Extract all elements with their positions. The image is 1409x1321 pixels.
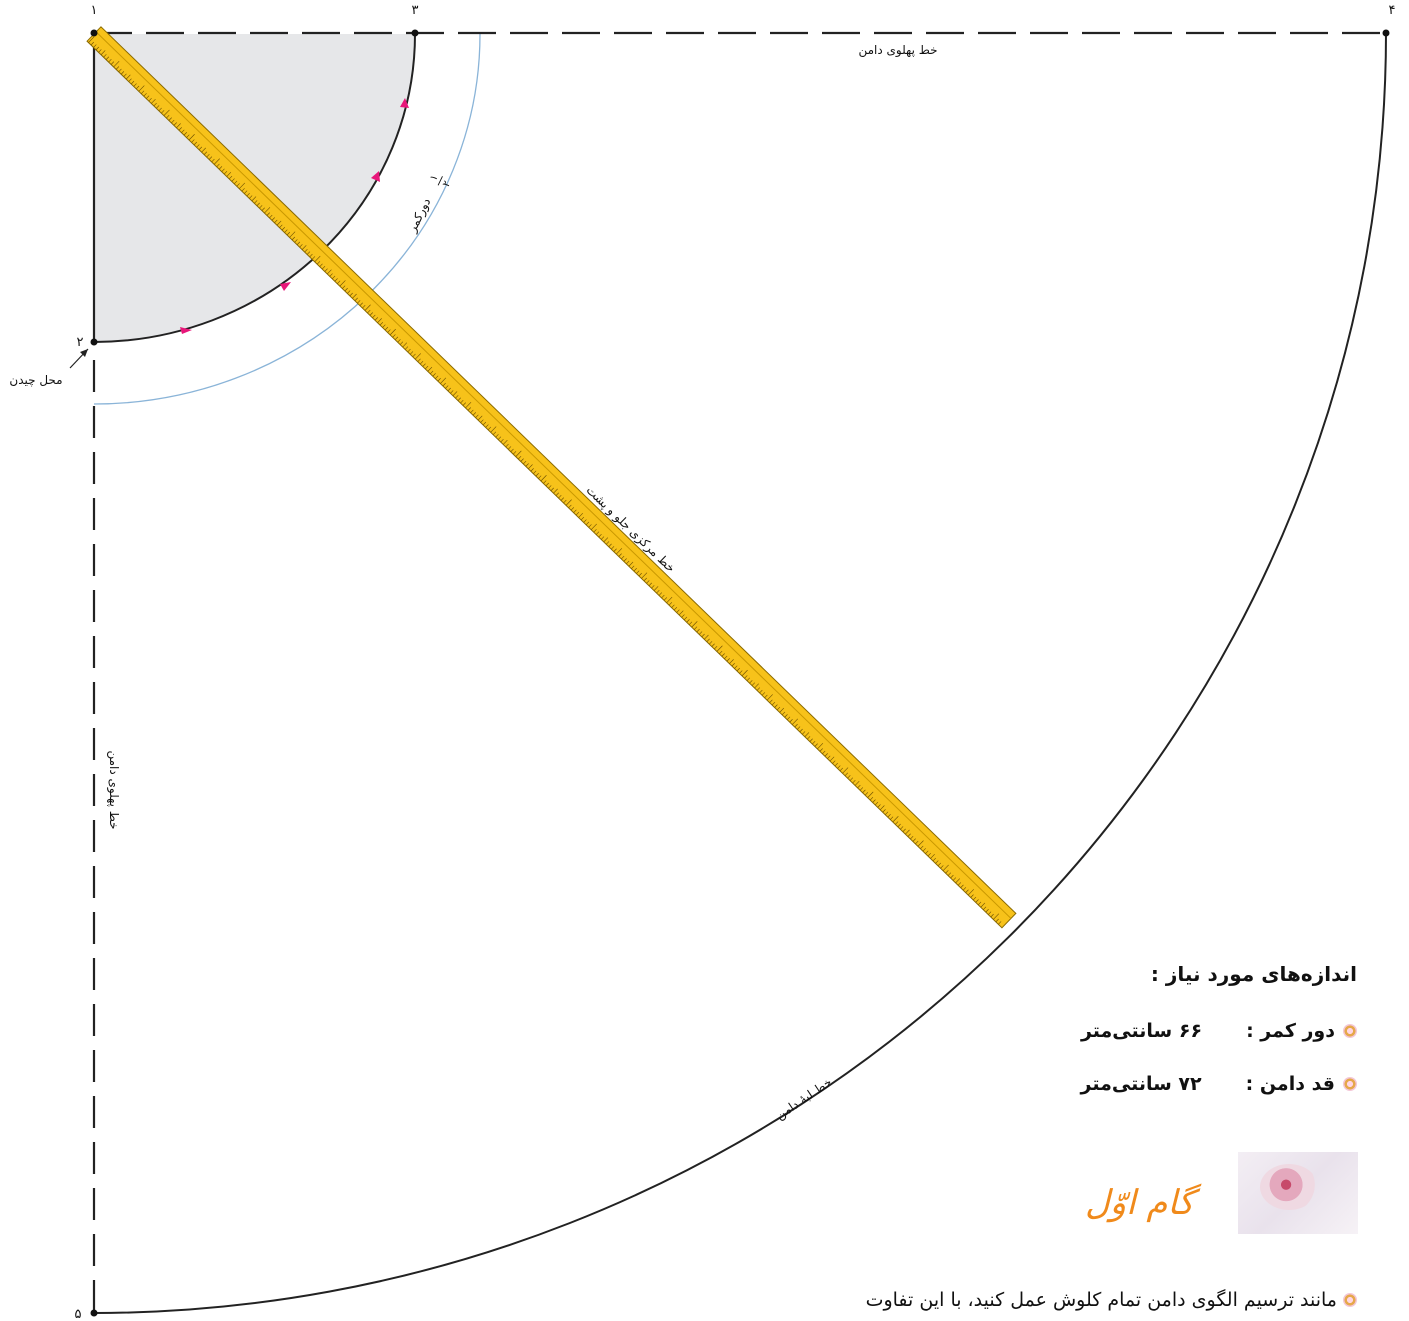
ruler — [86, 26, 1017, 929]
left-side-line-label: خط پهلوی دامن — [106, 750, 121, 829]
point-dots — [90, 29, 1390, 1317]
notch-marks — [180, 98, 409, 334]
hem-arc — [93, 32, 1387, 1314]
fold-place-label: محل چیدن — [9, 373, 62, 387]
length-measurement: قد دامن : ۷۲ سانتی‌متر — [1081, 1073, 1357, 1095]
notch-4 — [400, 98, 409, 108]
length-value: ۷۲ سانتی‌متر — [1080, 1073, 1202, 1095]
measurements-panel: اندازه‌های مورد نیاز : — [1151, 962, 1357, 986]
instruction: مانند ترسیم الگوی دامن تمام کلوش عمل کنی… — [866, 1289, 1357, 1311]
measurements-title: اندازه‌های مورد نیاز : — [1150, 962, 1357, 986]
point-5-dot — [90, 1309, 98, 1317]
fold-arrow — [69, 348, 89, 369]
point-3-label: ۳ — [412, 3, 419, 18]
half-waist-num: ۱ — [428, 173, 440, 183]
hem-line-label: خط لبهٔ دامن — [773, 1075, 835, 1123]
point-1-dot — [90, 29, 98, 37]
point-1-label: ۱ — [91, 3, 98, 18]
point-2-dot — [90, 338, 98, 346]
half-waist-den: ۲ — [441, 179, 453, 189]
point-4-label: ۴ — [1389, 3, 1396, 18]
step-decoration — [1238, 1152, 1358, 1234]
flower-icon — [1260, 1164, 1318, 1210]
flower-bullet-icon — [1343, 1293, 1357, 1307]
top-side-line-label: خط پهلوی دامن — [858, 43, 937, 58]
notch-1 — [180, 327, 192, 334]
instruction-text: مانند ترسیم الگوی دامن تمام کلوش عمل کنی… — [865, 1289, 1337, 1311]
flower-bullet-icon — [1343, 1077, 1357, 1091]
waist-value: ۶۶ سانتی‌متر — [1080, 1020, 1203, 1042]
point-4-dot — [1382, 29, 1390, 37]
point-2-label: ۲ — [77, 335, 84, 350]
flower-bullet-icon — [1343, 1024, 1357, 1038]
point-5-label: ۵ — [75, 1307, 82, 1321]
waist-label: دور کمر : — [1246, 1020, 1335, 1042]
notch-3 — [371, 171, 380, 182]
point-3-dot — [411, 29, 419, 37]
half-waist-label: دورکمر ۱ ۲ — [404, 173, 453, 236]
notch-2 — [280, 282, 291, 291]
step-title: گام اوّل — [1085, 1183, 1194, 1223]
length-label: قد دامن : — [1245, 1073, 1335, 1095]
waist-measurement: دور کمر : ۶۶ سانتی‌متر — [1081, 1020, 1357, 1042]
